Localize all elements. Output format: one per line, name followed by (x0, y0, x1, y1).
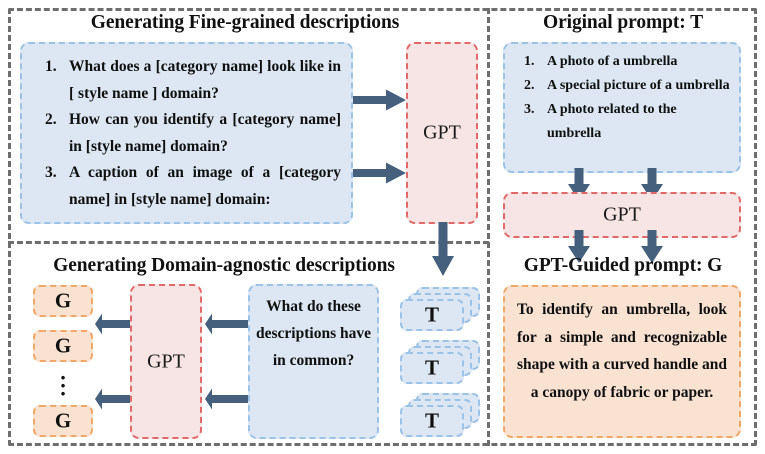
output-token-g-3: G (33, 405, 93, 437)
token-label: T (424, 302, 439, 327)
input-token-t-3: T (400, 405, 464, 437)
arrow-down-to-bottom-left (431, 222, 455, 277)
prompt-item: A caption of an image of a [category nam… (45, 160, 341, 208)
token-label: G (54, 408, 72, 433)
prompt-item: A photo related to the umbrella (524, 98, 677, 141)
arrow-left-bl-in-2 (205, 388, 248, 410)
guided-prompt-box: To identify an umbrella, look for a simp… (503, 285, 741, 438)
prompt-item: What does a [category name] look like in… (45, 54, 341, 102)
output-token-g-1: G (33, 285, 93, 317)
bottom-right-panel-title: GPT-Guided prompt: G (523, 255, 723, 276)
arrow-right-tl-1 (353, 89, 407, 111)
arrow-down-tr-in-2 (640, 168, 664, 202)
arrow-down-tr-in-1 (567, 168, 591, 202)
gpt-label: GPT (603, 203, 641, 226)
arrow-left-bl-out-1 (95, 313, 135, 335)
top-right-panel-title: Original prompt: T (543, 12, 703, 33)
common-question-text: What do these descriptions have in commo… (256, 298, 371, 369)
vertical-divider (487, 8, 490, 446)
arrow-left-bl-in-1 (205, 313, 248, 335)
horizontal-divider (8, 241, 489, 244)
gpt-label: GPT (423, 121, 461, 144)
fine-grained-prompt-list: What does a [category name] look like in… (44, 54, 341, 213)
bottom-left-panel-title: Generating Domain-agnostic descriptions (53, 255, 395, 276)
gpt-box-top-right[interactable]: GPT (503, 192, 741, 238)
gpt-box-bottom-left[interactable]: GPT (130, 284, 202, 439)
arrow-right-tl-2 (353, 162, 407, 184)
original-prompt-box: A photo of a umbrella A special picture … (503, 42, 741, 173)
outer-frame (8, 8, 757, 446)
input-token-t-2: T (400, 352, 464, 384)
input-token-t-1: T (400, 299, 464, 331)
gpt-box-top-left[interactable]: GPT (406, 42, 478, 224)
token-label: T (424, 355, 439, 380)
input-token-stack-2: T (400, 340, 482, 388)
token-label: T (424, 408, 439, 433)
output-token-g-2: G (33, 330, 93, 362)
ellipsis-vertical: ··· (59, 365, 67, 406)
fine-grained-prompt-box: What does a [category name] look like in… (20, 42, 353, 224)
token-label: G (54, 333, 72, 358)
prompt-item: A photo of a umbrella (524, 50, 678, 74)
original-prompt-list: A photo of a umbrella A special picture … (521, 50, 733, 146)
arrow-down-tr-out-1 (567, 230, 591, 264)
top-left-panel-title: Generating Fine-grained descriptions (90, 12, 400, 33)
gpt-label: GPT (147, 350, 185, 372)
token-label: G (54, 288, 72, 313)
common-question-box: What do these descriptions have in commo… (248, 284, 379, 439)
prompt-item: A special picture of a umbrella (524, 74, 730, 98)
input-token-stack-3: T (400, 393, 482, 441)
guided-prompt-text: To identify an umbrella, look for a simp… (517, 301, 727, 401)
arrow-left-bl-out-2 (95, 388, 135, 410)
prompt-item: How can you identify a [category name] i… (45, 107, 341, 155)
arrow-down-tr-out-2 (640, 230, 664, 264)
input-token-stack-1: T (400, 287, 482, 335)
